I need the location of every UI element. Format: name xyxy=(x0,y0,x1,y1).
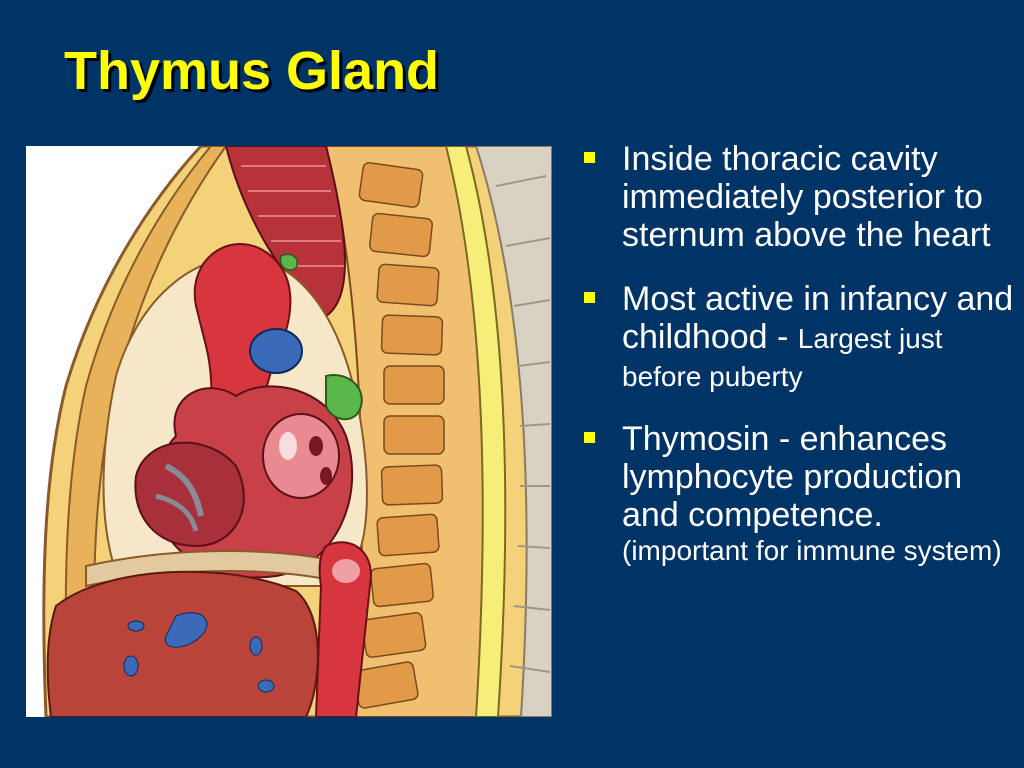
bullet-text: Inside thoracic cavity immediately poste… xyxy=(622,140,991,254)
bullet-marker-icon xyxy=(584,432,595,443)
bullet-item: Inside thoracic cavity immediately poste… xyxy=(584,140,1014,254)
bullet-text: Most active in infancy and childhood - xyxy=(622,280,1014,356)
bullet-subtext: Largest just before puberty xyxy=(622,323,943,392)
bullet-item: Thymosin - enhances lymphocyte productio… xyxy=(584,420,1014,567)
bullet-list: Inside thoracic cavity immediately poste… xyxy=(584,140,1014,593)
bullet-marker-icon xyxy=(584,292,595,303)
slide-title: Thymus Gland xyxy=(64,41,440,101)
bullet-marker-icon xyxy=(584,152,595,163)
bullet-text: Thymosin - enhances lymphocyte productio… xyxy=(622,420,963,534)
anatomy-illustration xyxy=(26,146,552,717)
bullet-subtext: (important for immune system) xyxy=(622,535,1002,566)
anatomy-sagittal-section-icon xyxy=(42,146,552,717)
bullet-item: Most active in infancy and childhood - L… xyxy=(584,280,1014,394)
